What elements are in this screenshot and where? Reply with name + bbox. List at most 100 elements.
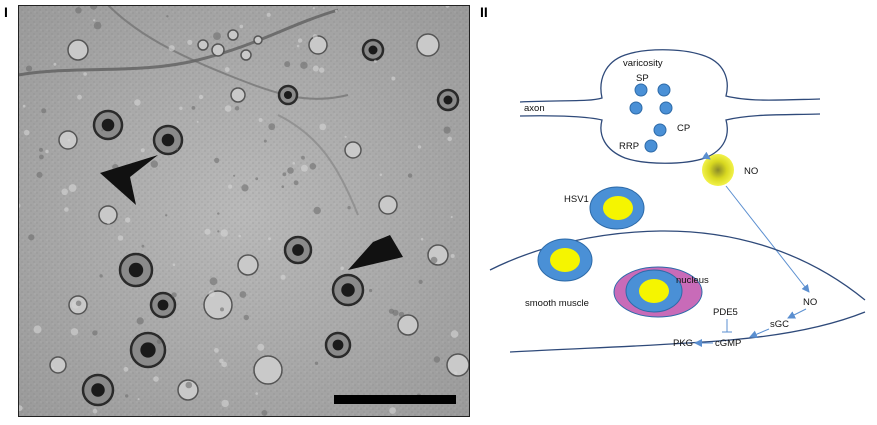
texture-speck <box>301 155 305 160</box>
virion <box>67 39 89 61</box>
texture-speck <box>99 274 103 278</box>
texture-speck <box>300 164 308 172</box>
texture-speck <box>67 138 71 142</box>
texture-speck <box>93 19 96 22</box>
texture-speck <box>268 237 271 241</box>
texture-speck <box>313 206 321 215</box>
label-no-cell: NO <box>803 297 817 308</box>
label-pkg: PKG <box>673 338 693 349</box>
texture-speck <box>418 279 423 284</box>
texture-speck <box>335 9 338 13</box>
arrowhead-marker <box>100 155 158 205</box>
texture-speck <box>83 72 87 76</box>
virion <box>49 356 67 374</box>
texture-speck <box>255 177 259 181</box>
texture-speck <box>450 330 459 338</box>
texture-speck <box>238 234 241 238</box>
texture-speck <box>33 325 42 334</box>
texture-speck <box>53 62 57 66</box>
texture-speck <box>106 220 111 225</box>
texture-speck <box>268 123 276 131</box>
texture-speck <box>64 207 69 212</box>
sgc-to-cgmp-arrow <box>749 328 770 338</box>
texture-speck <box>166 15 169 18</box>
texture-speck <box>241 184 249 192</box>
texture-speck <box>373 59 377 63</box>
texture-speck <box>18 405 23 411</box>
virion <box>416 33 440 57</box>
texture-speck <box>125 217 131 223</box>
texture-speck <box>407 173 413 178</box>
texture-speck <box>312 7 315 10</box>
texture-speck <box>150 160 158 168</box>
texture-speck <box>234 106 240 111</box>
texture-speck <box>369 288 373 293</box>
texture-speck <box>420 237 424 241</box>
texture-speck <box>312 34 318 40</box>
texture-speck <box>453 371 458 375</box>
virion-core <box>292 244 304 256</box>
texture-speck <box>347 206 351 210</box>
texture-speck <box>61 188 68 196</box>
texture-speck <box>141 244 145 248</box>
texture-speck <box>261 410 268 416</box>
texture-speck <box>165 214 168 217</box>
texture-speck <box>391 76 396 81</box>
texture-speck <box>300 61 308 69</box>
texture-speck <box>296 44 300 48</box>
scale-bar <box>334 395 456 404</box>
texture-speck <box>68 184 77 192</box>
virion <box>427 244 449 266</box>
virion <box>253 35 263 45</box>
virion-core <box>368 45 378 55</box>
texture-speck <box>39 154 44 160</box>
texture-speck <box>117 235 124 241</box>
texture-speck <box>77 94 82 100</box>
vesicle <box>659 101 673 115</box>
label-sp: SP <box>636 73 649 84</box>
texture-speck <box>208 290 216 298</box>
label-pde5: PDE5 <box>713 307 738 318</box>
virion-core <box>161 133 175 147</box>
texture-speck <box>392 309 399 316</box>
virion-core <box>443 95 453 105</box>
texture-speck <box>125 394 129 398</box>
vesicle <box>657 83 671 97</box>
texture-speck <box>379 173 383 177</box>
virion <box>446 353 470 377</box>
texture-speck <box>39 147 43 152</box>
texture-speck <box>36 171 43 178</box>
label-sgc: sGC <box>770 319 789 330</box>
texture-speck <box>243 314 249 321</box>
texture-speck <box>220 229 228 237</box>
virion <box>308 35 328 55</box>
virion-core <box>157 299 169 311</box>
micrograph-grain <box>18 5 470 417</box>
texture-speck <box>187 39 193 45</box>
texture-speck <box>319 123 327 131</box>
virion <box>227 29 239 41</box>
vesicle <box>634 83 648 97</box>
texture-speck <box>287 167 294 174</box>
texture-speck <box>443 126 451 134</box>
vesicle-pool <box>629 83 673 153</box>
release-arrow <box>701 151 711 160</box>
texture-speck <box>450 215 453 219</box>
texture-speck <box>340 266 344 271</box>
texture-speck <box>282 172 287 177</box>
texture-speck <box>51 366 55 370</box>
texture-speck <box>101 129 104 132</box>
texture-speck <box>191 106 196 110</box>
texture-speck <box>217 230 220 233</box>
texture-speck <box>220 307 224 312</box>
texture-speck <box>433 356 441 363</box>
virion <box>240 49 252 61</box>
label-varicosity: varicosity <box>623 58 663 69</box>
virion <box>253 355 283 385</box>
texture-speck <box>137 398 140 401</box>
texture-speck <box>344 135 347 138</box>
texture-speck <box>309 163 317 170</box>
texture-speck <box>312 65 319 72</box>
virion-particles <box>18 5 470 417</box>
virion <box>203 290 233 320</box>
